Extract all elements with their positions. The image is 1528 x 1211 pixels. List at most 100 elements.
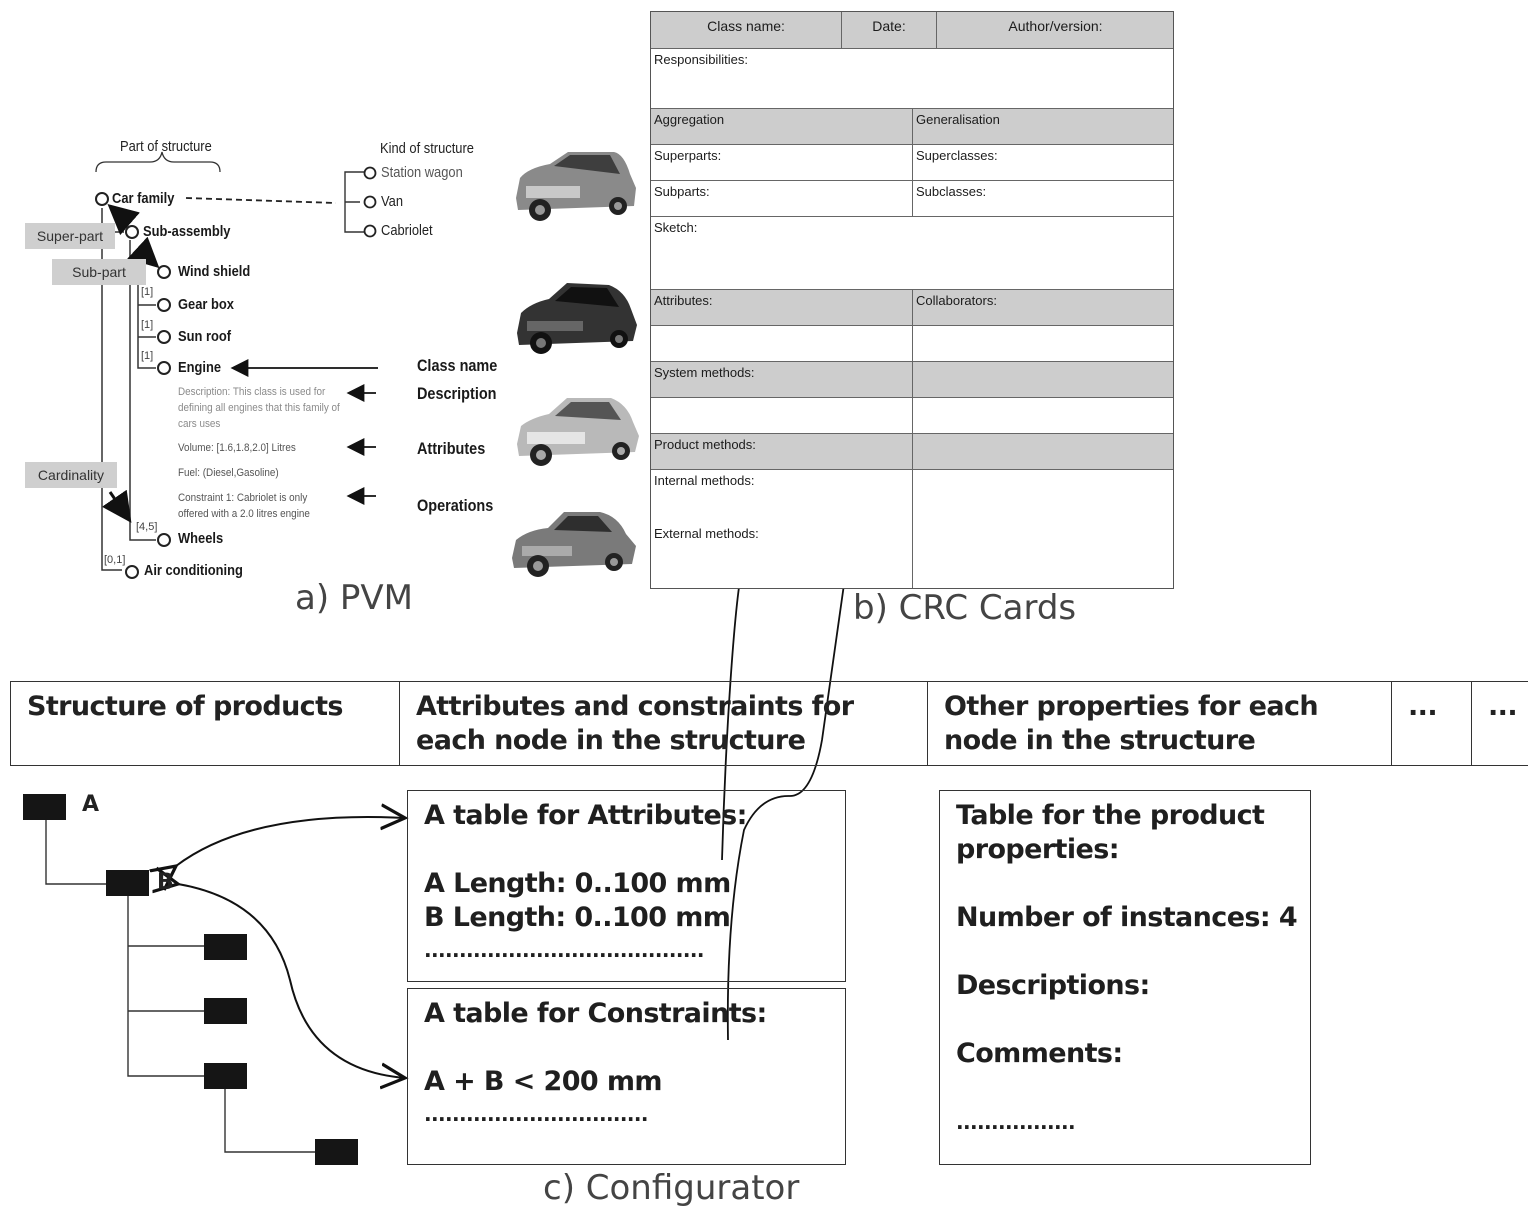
crc-attributes-row: Attributes: Collaborators: [651,289,1173,325]
crc-attributes-body-row [651,325,1173,361]
cardinality-tag: Cardinality [25,462,117,488]
tree-node-child-3 [204,1063,247,1089]
pvm-caption: a) PVM [295,578,414,618]
node-gear-box: Gear box [178,296,234,313]
tree-label-a: A [82,792,100,817]
column-ellipsis-2: ... [1471,682,1528,765]
properties-box-title: Table for the product properties: [956,800,1265,865]
super-part-tag: Super-part [25,223,115,249]
cabriolet-car-image [517,398,639,466]
sub-part-tag: Sub-part [52,259,146,285]
crc-system-methods: System methods: [654,365,755,380]
cardinality-engine: [1] [141,350,154,362]
cardinality-gear-box: [1] [141,286,154,298]
constraints-to-crc-arrow [726,556,848,1041]
kind-of-structure-bracket [344,171,368,233]
crc-aggregation-row: Aggregation Generalisation [651,108,1173,144]
attributes-box-title: A table for Attributes: [424,800,747,831]
legend-description: Description [417,384,497,403]
crc-system-body-row [651,397,1173,433]
crc-date: Date: [841,12,936,48]
crc-subparts: Subparts: [654,184,710,199]
crc-responsibilities-row: Responsibilities: [651,48,1173,108]
engine-constraint: Constraint 1: Cabriolet is only offered … [178,492,310,520]
engine-description: Description: This class is used for defi… [178,386,340,430]
node-car-family: Car family [112,190,175,207]
crc-methods-row: Internal methods: External methods: [651,469,1173,588]
crc-header-row: Class name: Date: Author/version: [651,12,1173,48]
cardinality-wheels: [4,5] [136,521,158,533]
number-of-instances: Number of instances: 4 [956,902,1298,933]
station-wagon-car-image [516,152,636,221]
crc-aggregation: Aggregation [654,112,725,127]
constraint-a-plus-b: A + B < 200 mm [424,1066,663,1097]
part-of-structure-label: Part of structure [120,138,212,155]
kind-station-wagon: Station wagon [381,164,463,181]
crc-external-methods: External methods: [654,526,759,541]
b-to-attributes-arrow [176,817,405,866]
kind-of-structure-label: Kind of structure [380,140,474,157]
product-properties-box: Table for the product properties: Number… [939,790,1311,1165]
crc-collaborators: Collaborators: [912,290,1174,325]
tree-node-b [106,870,149,896]
crc-product-methods-row: Product methods: [651,433,1173,469]
b-to-constraints-arrow [178,884,405,1078]
constraints-table-box: A table for Constraints: A + B < 200 mm … [407,988,846,1165]
tree-label-b: B [157,870,174,895]
crc-system-methods-row: System methods: [651,361,1173,397]
node-sub-assembly: Sub-assembly [143,223,231,240]
constraints-box-title: A table for Constraints: [424,998,767,1029]
part-of-structure-brace [95,151,221,173]
crc-sketch-row: Sketch: [651,216,1173,289]
engine-fuel: Fuel: (Diesel,Gasoline) [178,467,279,479]
crc-responsibilities: Responsibilities: [654,52,748,67]
crc-generalisation: Generalisation [912,109,1174,144]
tree-node-grandchild [315,1139,358,1165]
van-car-image [517,283,637,354]
node-wind-shield: Wind shield [178,263,251,280]
column-ellipsis-1: ... [1391,682,1471,765]
legend-attributes: Attributes [417,439,486,458]
legend-operations: Operations [417,496,494,515]
crc-author-version: Author/version: [936,12,1174,48]
configurator-header-table: Structure of products Attributes and con… [10,681,1528,766]
node-engine: Engine [178,359,222,376]
hatchback-car-image [512,512,636,577]
crc-superparts: Superparts: [654,148,722,163]
kind-cabriolet: Cabriolet [381,222,433,239]
crc-sub-row: Subparts: Subclasses: [651,180,1173,216]
attributes-dots: ........................................ [424,938,705,962]
engine-volume: Volume: [1.6,1.8,2.0] Litres [178,442,296,454]
crc-internal-methods: Internal methods: [654,473,755,488]
crc-caption: b) CRC Cards [853,588,1077,628]
properties-dots: ................. [956,1110,1076,1134]
column-structure-of-products: Structure of products [27,691,343,722]
constraints-dots: ................................ [424,1102,649,1126]
descriptions-label: Descriptions: [956,970,1150,1001]
attributes-table-box: A table for Attributes: A Length: 0..100… [407,790,846,982]
crc-super-row: Superparts: Superclasses: [651,144,1173,180]
crc-class-name: Class name: [707,18,785,34]
crc-sketch: Sketch: [654,220,698,235]
cardinality-air-conditioning: [0,1] [104,554,126,566]
configurator-caption: c) Configurator [543,1168,800,1208]
kind-van: Van [381,193,403,210]
crc-product-methods: Product methods: [654,437,756,452]
column-other-properties: Other properties for each node in the st… [927,682,1391,765]
attribute-b-length: B Length: 0..100 mm [424,902,731,933]
tree-node-child-2 [204,998,247,1024]
node-air-conditioning: Air conditioning [144,562,243,579]
comments-label: Comments: [956,1038,1123,1069]
tree-node-child-1 [204,934,247,960]
crc-subclasses: Subclasses: [912,181,1174,216]
crc-attributes: Attributes: [654,293,713,308]
column-attributes-constraints: Attributes and constraints for each node… [399,682,927,765]
node-sun-roof: Sun roof [178,328,232,345]
tree-node-a [23,794,66,820]
crc-superclasses: Superclasses: [912,145,1174,180]
legend-class-name: Class name [417,356,498,375]
cardinality-sun-roof: [1] [141,319,154,331]
attribute-a-length: A Length: 0..100 mm [424,868,731,899]
node-wheels: Wheels [178,530,224,547]
